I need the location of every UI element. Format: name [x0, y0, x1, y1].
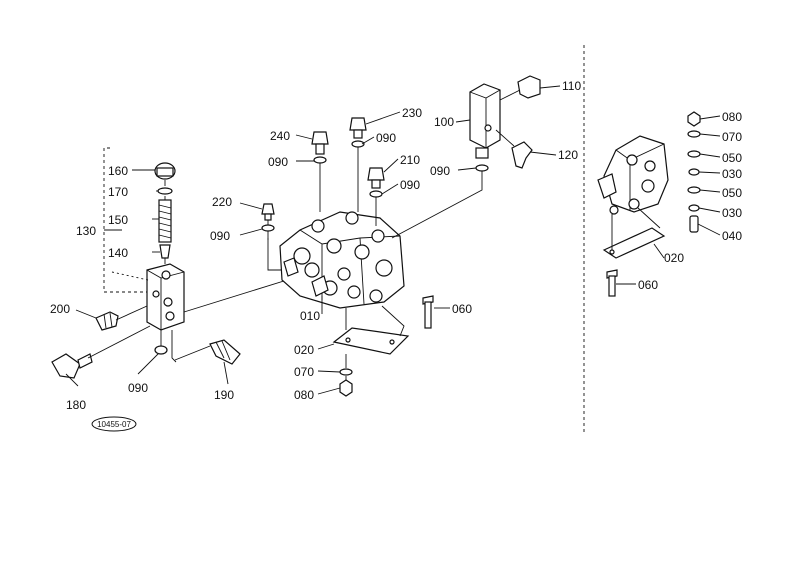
part-150-spring	[158, 199, 172, 243]
bracket-130	[103, 147, 150, 293]
label-040: 040	[722, 229, 742, 243]
part-030-washer-a	[688, 168, 700, 176]
part-200-fitting	[95, 311, 119, 331]
part-050-washer-b	[687, 186, 701, 194]
relief-valve-assembly	[51, 147, 301, 379]
part-080-nut-center	[339, 379, 353, 397]
part-080-nut-right	[687, 111, 701, 127]
label-180: 180	[66, 398, 86, 412]
part-100-block	[391, 83, 501, 239]
part-050-washer-a	[687, 150, 701, 158]
label-050-right-a: 050	[722, 151, 742, 165]
part-090-ring-left	[154, 345, 168, 355]
label-150: 150	[108, 213, 128, 227]
label-090-240: 090	[268, 155, 288, 169]
label-140: 140	[108, 246, 128, 260]
part-030-washer-b	[688, 204, 700, 212]
part-180-elbow	[51, 353, 93, 379]
label-090-220: 090	[210, 229, 230, 243]
label-100: 100	[434, 115, 454, 129]
label-080-center: 080	[294, 388, 314, 402]
label-090-210: 090	[400, 178, 420, 192]
label-020-right: 020	[664, 251, 684, 265]
part-120-elbow	[495, 129, 533, 169]
label-230: 230	[402, 106, 422, 120]
label-080-right: 080	[722, 110, 742, 124]
label-060-center: 060	[452, 302, 472, 316]
label-240: 240	[270, 129, 290, 143]
section-valve-right	[597, 135, 669, 215]
part-140-poppet	[159, 244, 171, 259]
part-labels: 160 170 150 130 140 200 180 090 190 220 …	[50, 79, 742, 412]
label-210: 210	[400, 153, 420, 167]
part-190-fitting	[209, 339, 241, 365]
part-170-ring	[157, 187, 173, 195]
control-valve-010	[267, 211, 405, 309]
label-090-left: 090	[128, 381, 148, 395]
relief-valve-body	[146, 263, 185, 331]
label-060-right: 060	[638, 278, 658, 292]
label-200: 200	[50, 302, 70, 316]
part-210-fitting	[367, 167, 385, 226]
leader-lines	[65, 85, 721, 395]
label-070-right: 070	[722, 130, 742, 144]
label-070-center: 070	[294, 365, 314, 379]
part-240-fitting	[311, 131, 329, 212]
part-060-bolt-center	[422, 295, 434, 329]
label-030-right-a: 030	[722, 167, 742, 181]
stamp-text: 10455-07	[97, 420, 131, 429]
label-090-230: 090	[376, 131, 396, 145]
label-130: 130	[76, 224, 96, 238]
part-070-washer-center	[339, 368, 353, 376]
label-220: 220	[212, 195, 232, 209]
label-010: 010	[300, 309, 320, 323]
part-220-fitting	[261, 203, 275, 240]
label-190: 190	[214, 388, 234, 402]
label-120: 120	[558, 148, 578, 162]
plate-020-center	[332, 305, 410, 355]
part-060-bolt-right	[606, 269, 618, 297]
label-160: 160	[108, 164, 128, 178]
label-020-center: 020	[294, 343, 314, 357]
label-090-100: 090	[430, 164, 450, 178]
label-050-right-b: 050	[722, 186, 742, 200]
label-030-right-b: 030	[722, 206, 742, 220]
part-070-washer-right	[687, 130, 701, 138]
part-040-pin	[689, 215, 699, 233]
part-230-fitting	[349, 117, 367, 212]
label-170: 170	[108, 185, 128, 199]
diagram-stamp: 10455-07	[91, 416, 137, 432]
part-110-elbow	[499, 75, 541, 101]
plate-020-right	[602, 207, 666, 259]
label-110: 110	[562, 79, 581, 93]
